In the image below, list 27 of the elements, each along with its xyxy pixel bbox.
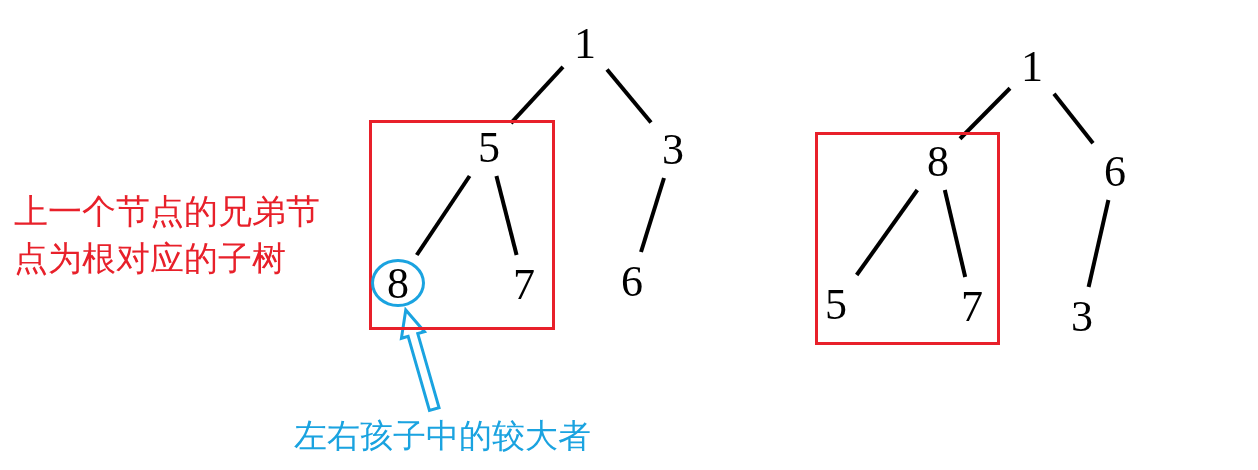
tree-node-number: 3 bbox=[1064, 291, 1100, 341]
tree-node-number: 7 bbox=[954, 281, 990, 331]
tree-node-number: 6 bbox=[614, 256, 650, 306]
tree-edge bbox=[639, 177, 666, 253]
tree-edge bbox=[855, 188, 919, 277]
tree-edge bbox=[605, 68, 653, 124]
subtree-note: 上一个节点的兄弟节点为根对应的子树 bbox=[14, 190, 321, 280]
tree-node-number: 1 bbox=[567, 18, 603, 68]
tree-node-number: 5 bbox=[471, 122, 507, 172]
hollow-arrow bbox=[399, 306, 441, 413]
tree-edge bbox=[1052, 92, 1095, 145]
tree-node-number: 7 bbox=[506, 259, 542, 309]
tree-node-number: 8 bbox=[920, 136, 956, 186]
annotation-text: 左右孩子中的较大者 bbox=[262, 412, 622, 460]
subtree-frame bbox=[815, 132, 1000, 345]
subtree-frame bbox=[369, 120, 555, 330]
circled-tree-node: 8 bbox=[371, 259, 425, 307]
tree-edge bbox=[509, 65, 565, 125]
tree-edge bbox=[958, 86, 1012, 141]
tree-edge bbox=[942, 189, 968, 278]
tree-node-number: 6 bbox=[1097, 146, 1133, 196]
tree-node-number: 3 bbox=[655, 124, 691, 174]
tree-node-number: 1 bbox=[1014, 41, 1050, 91]
tree-edge bbox=[494, 175, 519, 256]
tree-node-number: 5 bbox=[818, 279, 854, 329]
tree-edge bbox=[415, 174, 472, 257]
tree-edge bbox=[1086, 199, 1111, 288]
